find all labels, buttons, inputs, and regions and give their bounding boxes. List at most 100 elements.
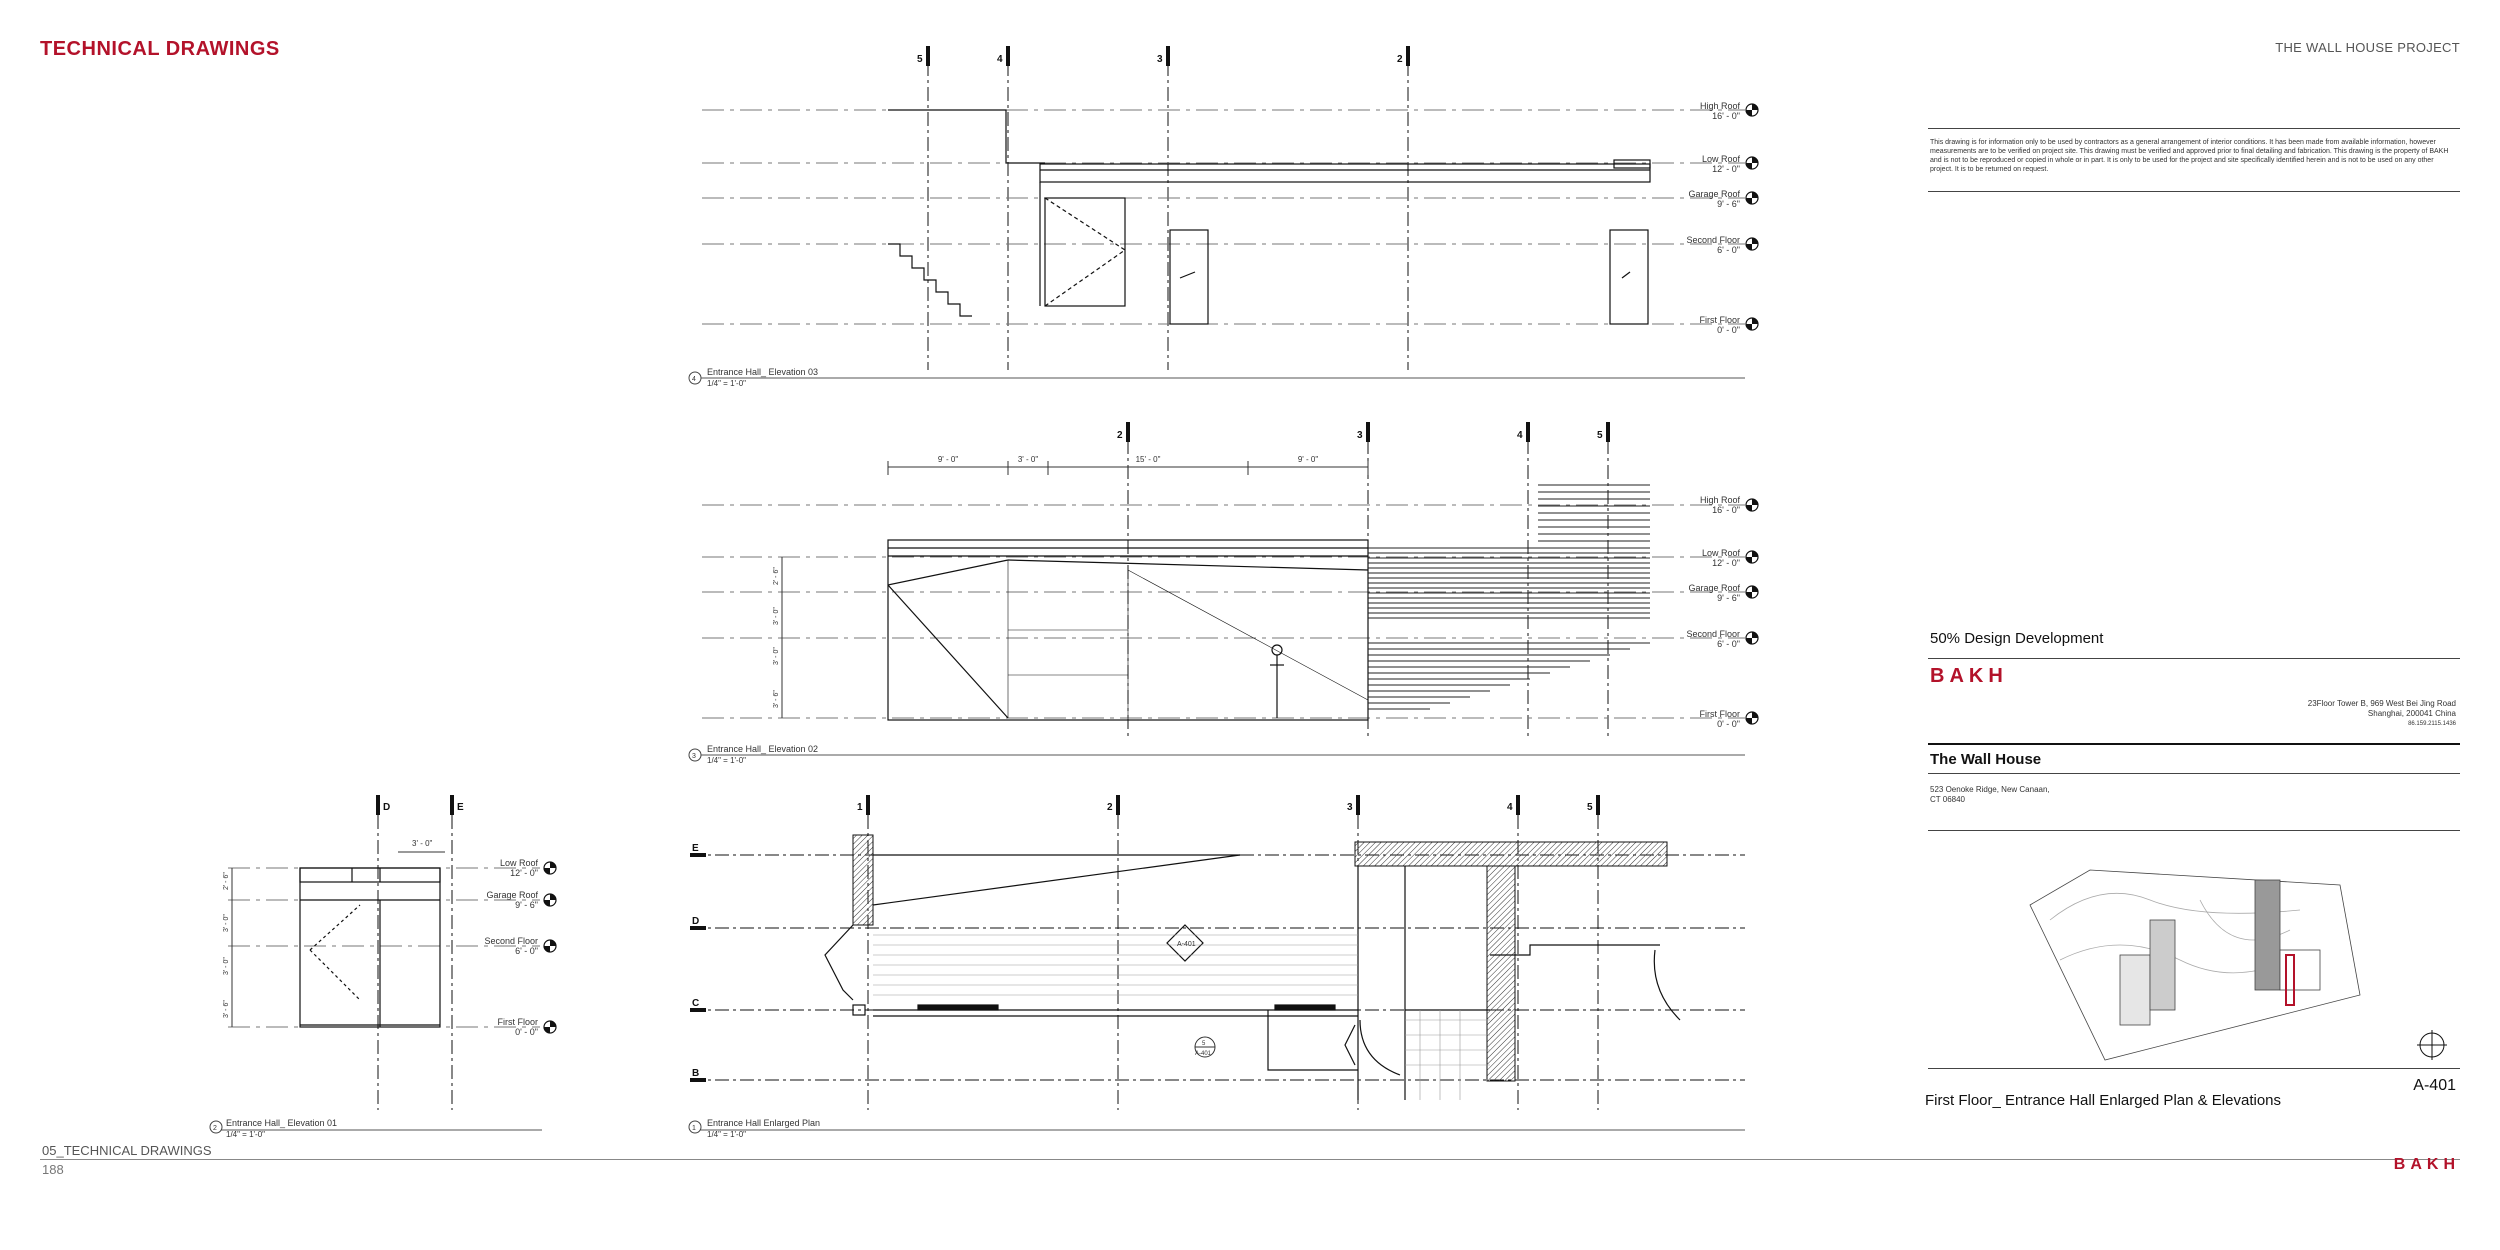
- section-tag: A-401: [1177, 941, 1196, 948]
- section-title: TECHNICAL DRAWINGS: [40, 38, 280, 60]
- grid-label: 3: [1157, 54, 1163, 65]
- phase-label: 50% Design Development: [1930, 630, 2104, 647]
- divider: [1928, 773, 2460, 774]
- dimension-text: 3' - 6": [773, 690, 780, 708]
- dimension-text: 3' - 6": [223, 1000, 230, 1018]
- dimension-text: 3' - 0": [223, 914, 230, 932]
- level-value: 9' - 6": [1717, 199, 1740, 209]
- grid-label: E: [692, 843, 699, 854]
- level-value: 0' - 0": [515, 1027, 538, 1037]
- drawing-number: 4: [692, 376, 696, 383]
- level-name: Low Roof: [1702, 154, 1741, 164]
- key-plan: [2029, 869, 2361, 1061]
- divider: [1928, 830, 2460, 831]
- firm-logo: BAKH: [1930, 665, 2008, 687]
- grid-label: 2: [1107, 802, 1113, 813]
- grid-label: B: [692, 1068, 699, 1079]
- level-value: 6' - 0": [515, 946, 538, 956]
- level-value: 12' - 0": [1712, 558, 1740, 568]
- grid-label: D: [692, 916, 699, 927]
- divider: [1928, 191, 2460, 192]
- dimension-text: 15' - 0": [1136, 455, 1161, 464]
- drawing-scale: 1/4" = 1'-0": [707, 379, 746, 388]
- level-value: 9' - 6": [515, 900, 538, 910]
- disclaimer-text: This drawing is for information only to …: [1930, 139, 2449, 173]
- divider: [1928, 743, 2460, 745]
- elevation-03: 5 4 3 2 High Roof 16' - 0" Low Roof 12' …: [688, 46, 1759, 388]
- dimension-text: 2' - 6": [773, 567, 780, 585]
- sheet-title: First Floor_ Entrance Hall Enlarged Plan…: [1925, 1092, 2282, 1109]
- grid-label: 5: [917, 54, 923, 65]
- level-name: High Roof: [1700, 495, 1741, 505]
- address-line: 523 Oenoke Ridge, New Canaan,: [1930, 785, 2050, 794]
- firm-address: 23Floor Tower B, 969 West Bei Jing Road …: [2308, 699, 2456, 729]
- grid-label: 5: [1587, 802, 1593, 813]
- level-name: First Floor: [1700, 709, 1741, 719]
- level-value: 0' - 0": [1717, 325, 1740, 335]
- callout-sheet: A-401: [1195, 1051, 1212, 1057]
- level-name: Low Roof: [1702, 548, 1741, 558]
- level-value: 16' - 0": [1712, 111, 1740, 121]
- level-name: High Roof: [1700, 101, 1741, 111]
- level-value: 0' - 0": [1717, 719, 1740, 729]
- footer-divider: [40, 1159, 2460, 1160]
- dimension-text: 9' - 0": [1298, 455, 1319, 464]
- level-name: Second Floor: [1686, 235, 1740, 245]
- footer-section: 05_TECHNICAL DRAWINGS: [42, 1143, 212, 1158]
- grid-label: E: [457, 802, 464, 813]
- sheet-number: A-401: [2413, 1077, 2456, 1094]
- grid-label: 4: [1517, 430, 1523, 441]
- north-arrow-icon: [2417, 1030, 2447, 1060]
- drawing-title: Entrance Hall_ Elevation 01: [226, 1118, 337, 1128]
- level-name: First Floor: [1700, 315, 1741, 325]
- divider: [1928, 1068, 2460, 1069]
- level-value: 6' - 0": [1717, 245, 1740, 255]
- grid-label: 3: [1347, 802, 1353, 813]
- drawing-scale: 1/4" = 1'-0": [707, 1130, 746, 1139]
- drawing-scale: 1/4" = 1'-0": [226, 1130, 265, 1139]
- drawing-number: 2: [213, 1125, 217, 1132]
- level-name: Low Roof: [500, 858, 539, 868]
- footer-logo: BAKH: [2393, 1156, 2460, 1173]
- level-name: Garage Roof: [486, 890, 538, 900]
- dimension-text: 3' - 0": [223, 957, 230, 975]
- drawing-number: 1: [692, 1125, 696, 1132]
- drawing-title: Entrance Hall_ Elevation 03: [707, 367, 818, 377]
- level-value: 9' - 6": [1717, 593, 1740, 603]
- level-name: Garage Roof: [1688, 583, 1740, 593]
- callout-number: 5: [1202, 1041, 1206, 1047]
- grid-label: 1: [857, 802, 863, 813]
- project-title: THE WALL HOUSE PROJECT: [2275, 40, 2460, 55]
- drawing-title: Entrance Hall_ Elevation 02: [707, 744, 818, 754]
- grid-label: 2: [1117, 430, 1123, 441]
- dimension-text: 3' - 0": [1018, 455, 1039, 464]
- dimension-text: 3' - 0": [773, 647, 780, 665]
- level-value: 16' - 0": [1712, 505, 1740, 515]
- grid-label: C: [692, 998, 699, 1009]
- dimension-text: 9' - 0": [938, 455, 959, 464]
- level-name: First Floor: [498, 1017, 539, 1027]
- dimension-text: 3' - 0": [412, 839, 433, 848]
- level-name: Garage Roof: [1688, 189, 1740, 199]
- dimension-text: 3' - 0": [773, 607, 780, 625]
- drawing-scale: 1/4" = 1'-0": [707, 756, 746, 765]
- enlarged-plan: 1 2 3 4 5 E D C B: [688, 795, 1745, 1139]
- level-name: Second Floor: [1686, 629, 1740, 639]
- grid-label: 2: [1397, 54, 1403, 65]
- project-address: 523 Oenoke Ridge, New Canaan, CT 06840: [1930, 785, 2050, 805]
- address-line: CT 06840: [1930, 795, 1965, 804]
- drawing-title: Entrance Hall Enlarged Plan: [707, 1118, 820, 1128]
- grid-label: D: [383, 802, 390, 813]
- drawing-number: 3: [692, 753, 696, 760]
- elevation-01: D E 3' - 0" Low Roof 12' - 0" Garage Roo…: [209, 795, 557, 1139]
- dimension-text: 2' - 6": [223, 872, 230, 890]
- level-value: 12' - 0": [1712, 164, 1740, 174]
- divider: [1928, 128, 2460, 129]
- elevation-02: 2 3 4 5 9' - 0" 3' - 0" 15' - 0" 9' - 0": [688, 422, 1759, 765]
- address-line: Shanghai, 200041 China: [2367, 709, 2456, 718]
- level-value: 12' - 0": [510, 868, 538, 878]
- grid-label: 5: [1597, 430, 1603, 441]
- project-name: The Wall House: [1930, 751, 2042, 768]
- firm-phone: 86.159.2115.1436: [2408, 721, 2456, 727]
